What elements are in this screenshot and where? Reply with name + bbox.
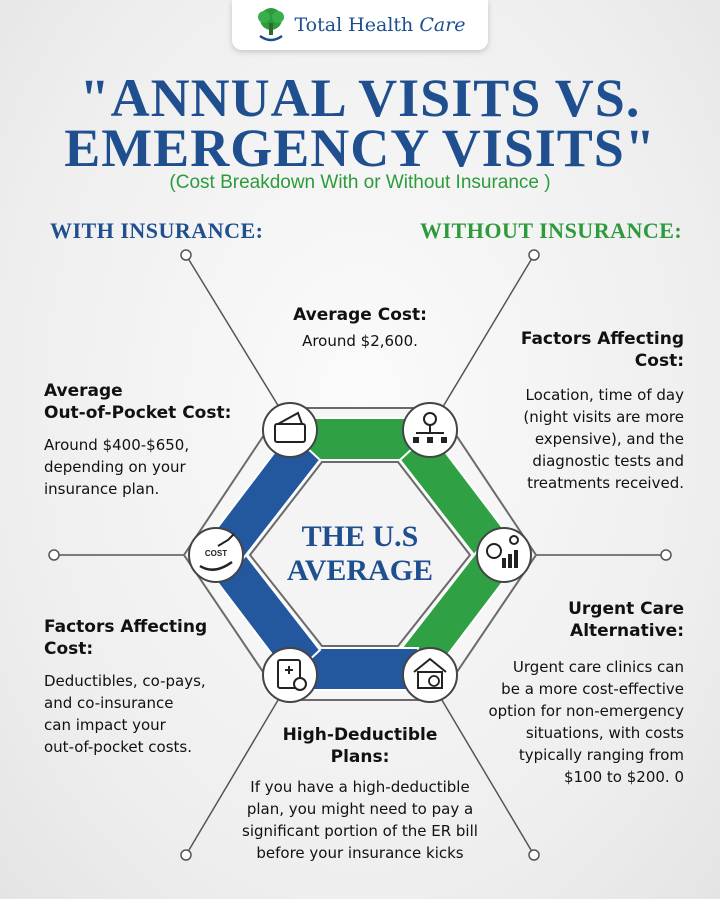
with-insurance-factors-body: Deductibles, co-pays, and co-insurance c… xyxy=(44,672,206,756)
out-of-pocket-body: Around $400-$650, depending on your insu… xyxy=(44,436,190,498)
hexagon-inner xyxy=(248,461,472,647)
wallet-icon xyxy=(262,402,318,458)
network-money-icon xyxy=(402,402,458,458)
center-label: THE U.S AVERAGE xyxy=(286,520,434,587)
page-title-line2: EMERGENCY VISITS" xyxy=(64,118,656,178)
high-deductible-body: If you have a high-deductible plan, you … xyxy=(242,778,478,862)
page-subtitle: (Cost Breakdown With or Without Insuranc… xyxy=(169,172,551,193)
page-title-line1: "ANNUAL VISITS VS. xyxy=(79,68,641,128)
average-cost-title: Average Cost: xyxy=(293,305,427,325)
medical-bill-icon xyxy=(262,647,318,703)
connector-line xyxy=(185,254,291,426)
high-deductible-title: High-Deductible Plans: xyxy=(282,725,438,767)
brand-logo: Total Health Care xyxy=(232,0,488,50)
average-cost-body: Around $2,600. xyxy=(302,332,418,350)
with-insurance-heading: WITH INSURANCE: xyxy=(50,218,264,243)
segment-top xyxy=(301,417,419,461)
with-insurance-factors-title: Factors Affecting Cost: xyxy=(44,617,208,659)
without-insurance-factors-title: Factors Affecting Cost: xyxy=(520,329,684,371)
tree-logo-icon xyxy=(258,8,285,42)
without-insurance-heading: WITHOUT INSURANCE: xyxy=(420,218,683,243)
urgent-care-body: Urgent care clinics can be a more cost-e… xyxy=(488,658,684,786)
hospital-icon xyxy=(402,647,458,703)
cost-hand-icon xyxy=(188,527,244,583)
cost-icon-label: COST xyxy=(205,549,227,558)
out-of-pocket-title: Average Out-of-Pocket Cost: xyxy=(44,381,232,423)
connector-line xyxy=(431,254,535,426)
segment-bottom xyxy=(301,647,419,691)
without-insurance-factors-body: Location, time of day (night visits are … xyxy=(523,386,684,492)
connector-line xyxy=(185,679,291,856)
brand-name: Total Health Care xyxy=(294,14,466,36)
chart-gear-icon xyxy=(476,527,532,583)
urgent-care-title: Urgent Care Alternative: xyxy=(568,599,684,641)
connector-line xyxy=(429,679,535,856)
